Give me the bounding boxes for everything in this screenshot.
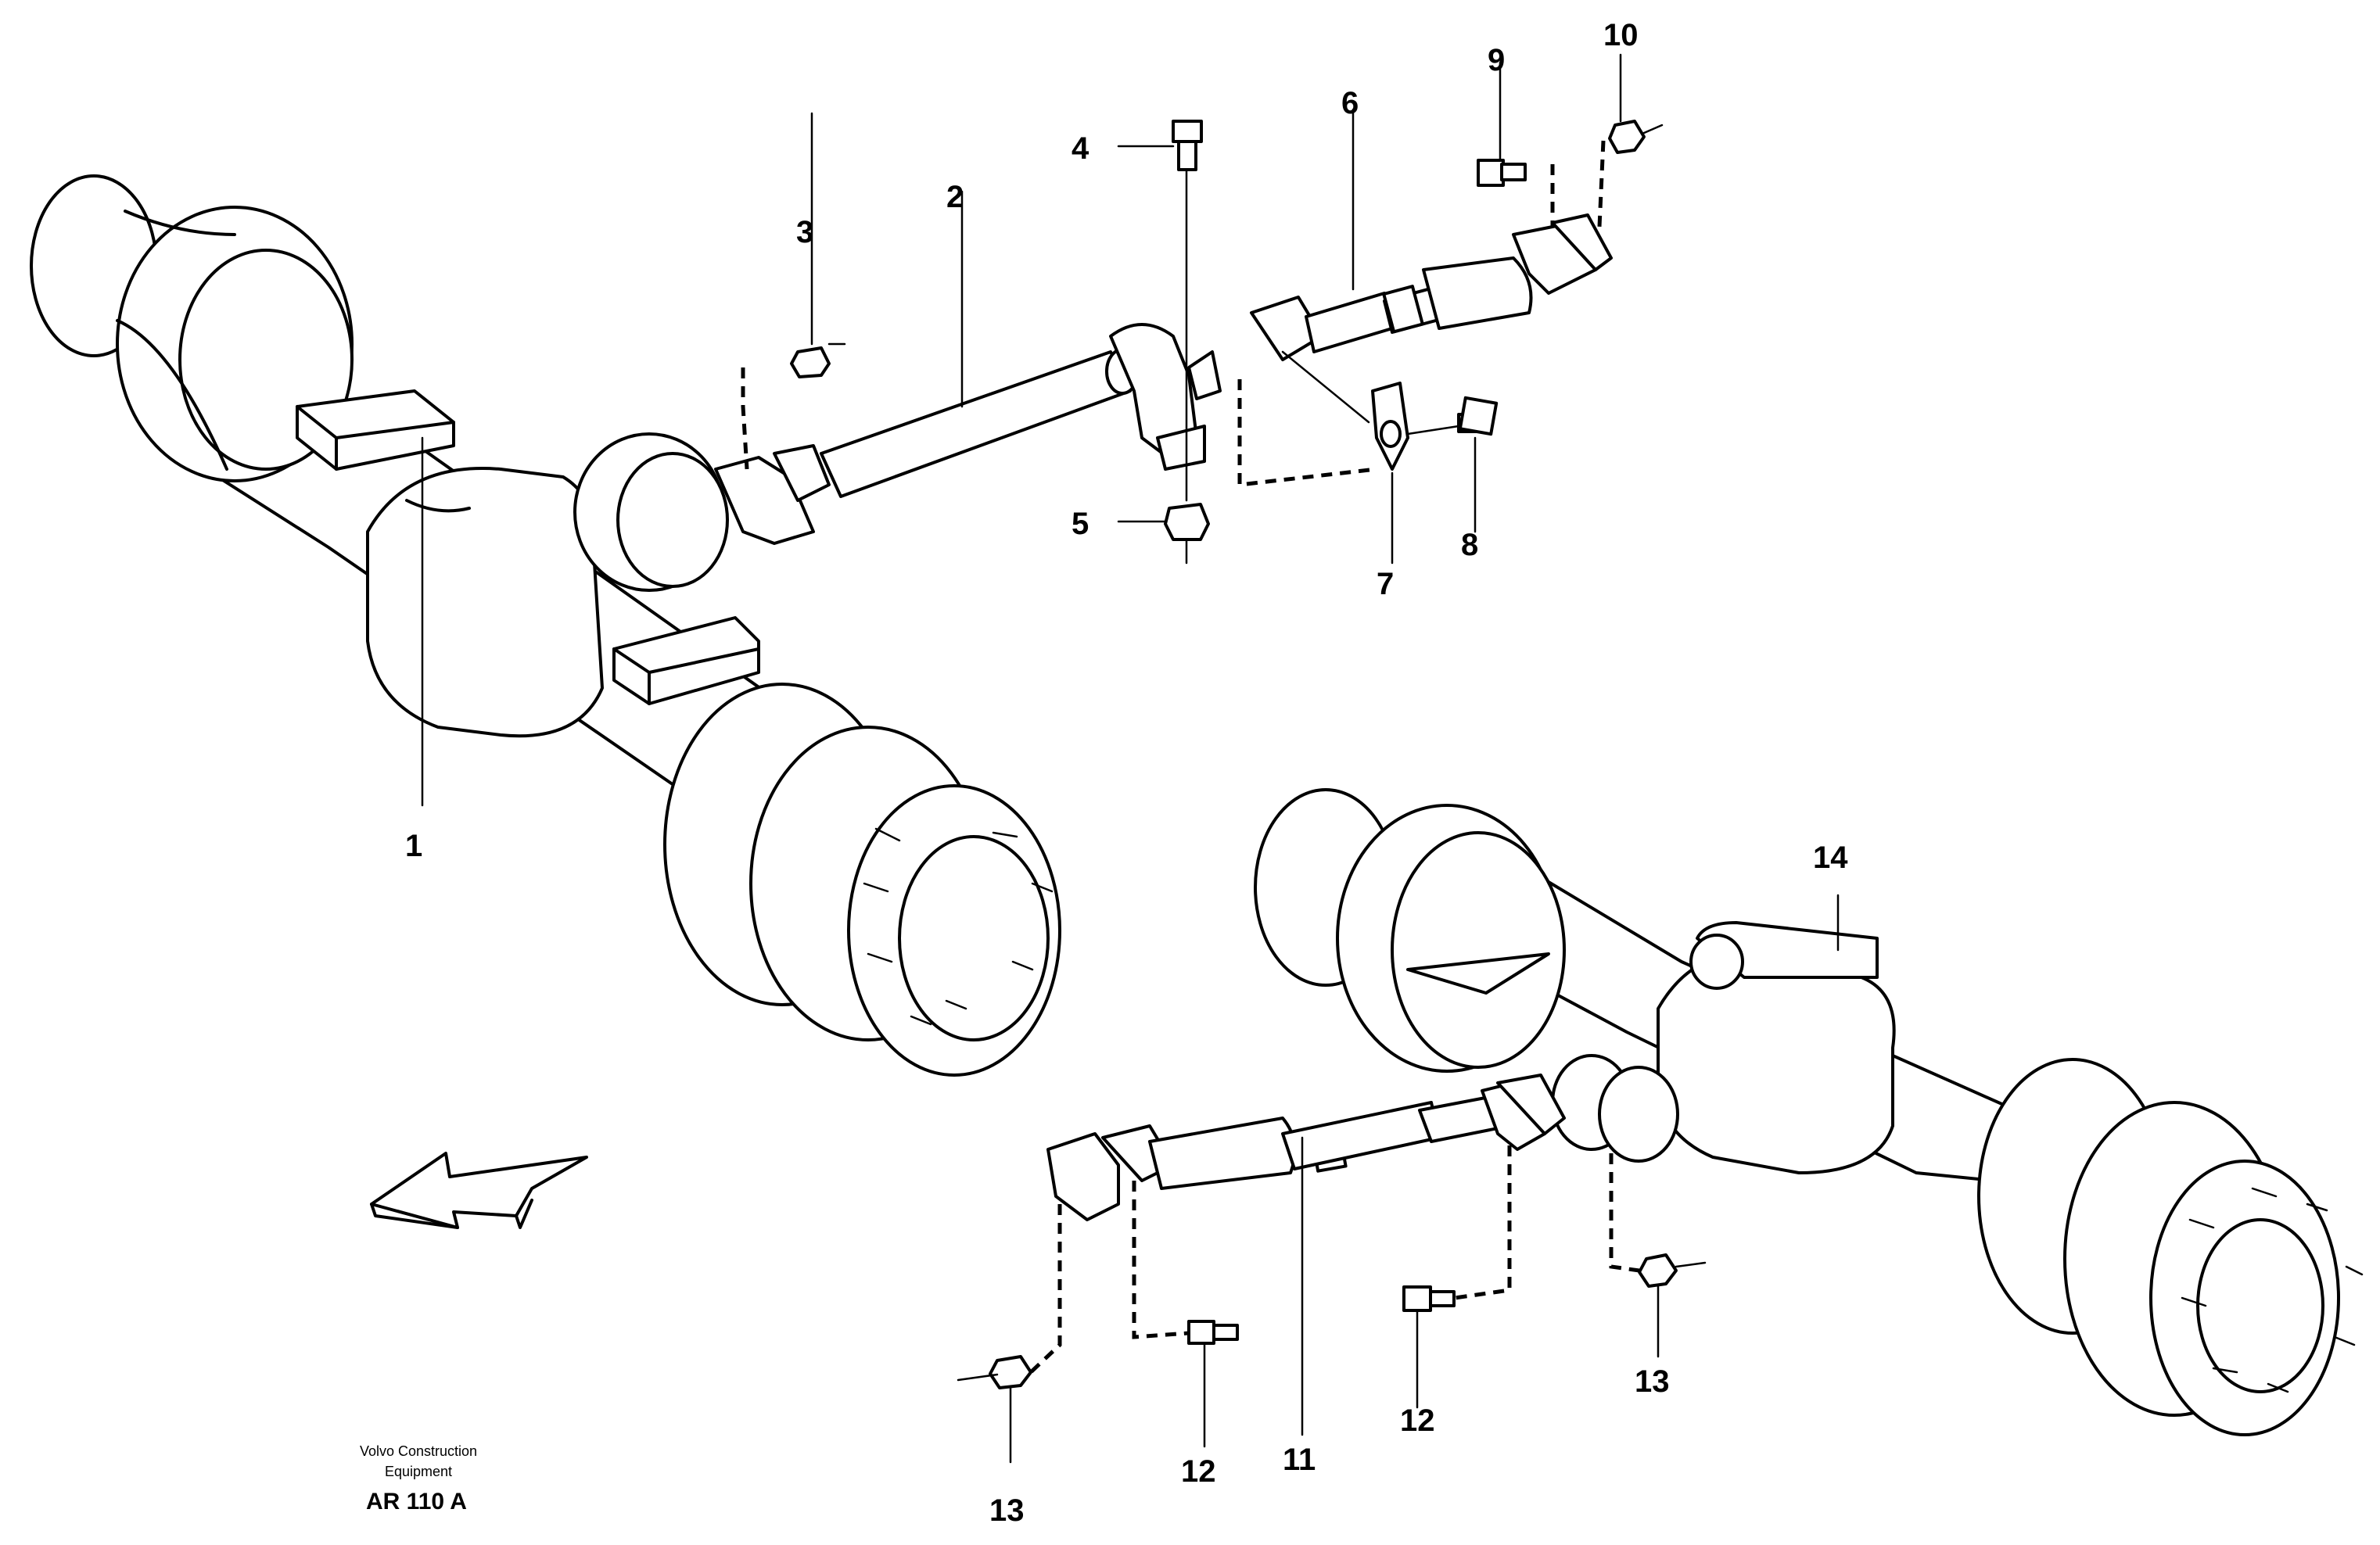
company-name-line1: Volvo Construction — [360, 1443, 477, 1459]
callout-11: 11 — [1283, 1443, 1316, 1477]
drawing-code: AR 110 A — [366, 1489, 467, 1515]
company-name-line2: Equipment — [385, 1464, 452, 1479]
callout-6: 6 — [1341, 86, 1359, 120]
callout-14: 14 — [1813, 841, 1848, 875]
callout-13-right: 13 — [1635, 1364, 1670, 1399]
callout-1: 1 — [405, 829, 422, 863]
callout-9: 9 — [1488, 43, 1505, 77]
leader-lines-upper — [421, 53, 1664, 807]
leader-lines-rear — [957, 894, 1840, 1464]
rear-fasteners — [989, 1253, 1678, 1389]
callout-7: 7 — [1377, 567, 1394, 601]
callout-8: 8 — [1461, 528, 1478, 562]
callout-3: 3 — [796, 215, 813, 249]
bracket — [1371, 382, 1409, 471]
callout-5: 5 — [1072, 507, 1089, 541]
rear-axle — [1254, 788, 2364, 1436]
front-driveshaft — [714, 323, 1222, 545]
front-axle — [30, 174, 1061, 1077]
intermediate-shaft — [1250, 213, 1613, 361]
callout-12-left: 12 — [1181, 1454, 1216, 1489]
fasteners — [790, 120, 1646, 541]
footer: Volvo Construction Equipment AR 110 A — [360, 1443, 477, 1515]
direction-arrow-icon — [370, 1152, 588, 1229]
rear-driveshaft — [1046, 1074, 1566, 1221]
callout-2: 2 — [946, 180, 964, 214]
callout-10: 10 — [1603, 18, 1639, 52]
callout-13-left: 13 — [989, 1493, 1025, 1528]
callout-labels: 1 2 3 4 5 6 7 8 9 10 11 12 12 13 13 14 — [405, 18, 1848, 1528]
callout-4: 4 — [1072, 131, 1089, 166]
callout-12-right: 12 — [1400, 1403, 1435, 1438]
